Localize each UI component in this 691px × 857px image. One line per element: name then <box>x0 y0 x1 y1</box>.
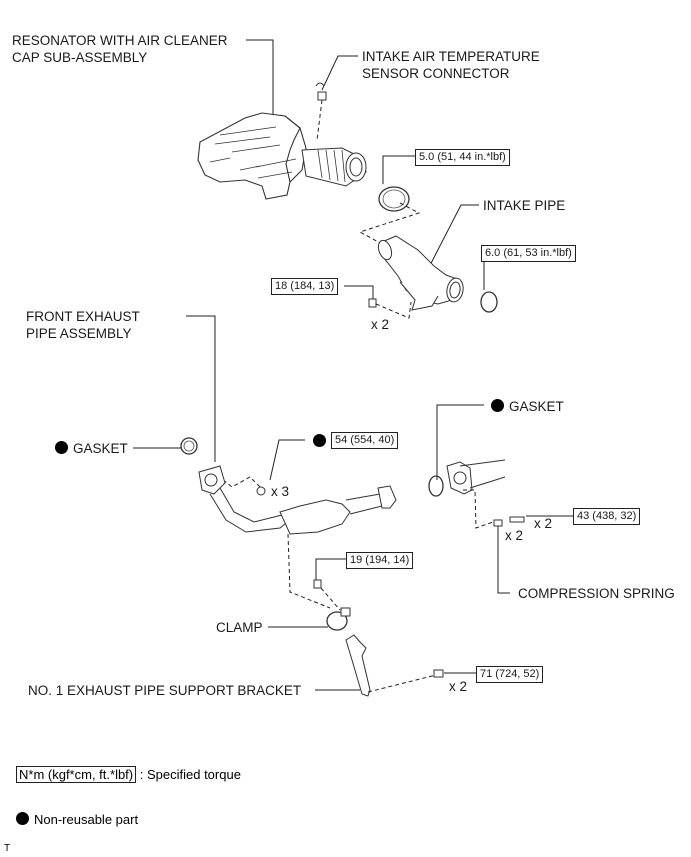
intake-bolt-shape <box>368 298 377 308</box>
torque-exhaust-nut: 54 (554, 40) <box>331 432 399 449</box>
torque-intake-bolt: 18 (184, 13) <box>271 278 339 295</box>
torque-clamp-lower: 6.0 (61, 53 in.*lbf) <box>481 245 576 262</box>
label-front-exhaust: FRONT EXHAUST PIPE ASSEMBLY <box>26 308 140 342</box>
leader-clamp-upper <box>382 155 415 184</box>
rear-exhaust-pipe-shape <box>446 459 506 495</box>
leader-iat <box>321 55 358 91</box>
legend-torque-box: N*m (kgf*cm, ft.*lbf) <box>16 766 137 783</box>
non-reusable-icon <box>491 399 504 412</box>
bracket-bolt-shape <box>433 669 444 678</box>
qty-bracket-bolt: x 2 <box>449 679 468 694</box>
exhaust-nut-shape <box>256 486 266 496</box>
resonator-shape <box>197 112 307 200</box>
label-gasket-right: GASKET <box>491 398 564 415</box>
hose-shape <box>301 147 367 187</box>
dash-bracket-bolt <box>367 674 437 693</box>
legend-torque-desc: : Specified torque <box>139 767 241 782</box>
dash-exhaust-nut <box>222 476 261 488</box>
label-front-exhaust-line2: PIPE ASSEMBLY <box>26 326 132 341</box>
dash-rear-pipe <box>463 489 494 529</box>
leader-resonator <box>246 39 274 120</box>
label-resonator: RESONATOR WITH AIR CLEANER CAP SUB-ASSEM… <box>12 32 228 66</box>
spring-shape <box>493 519 503 527</box>
label-compression-spring: COMPRESSION SPRING <box>518 586 675 601</box>
leader-intake-pipe <box>424 204 479 276</box>
label-resonator-line1: RESONATOR WITH AIR CLEANER <box>12 33 228 48</box>
qty-spring-bolt: x 2 <box>534 516 553 531</box>
non-reusable-icon <box>55 441 68 454</box>
dash-iat <box>316 99 323 141</box>
leader-clamp-bolt <box>315 558 346 580</box>
label-iat-line2: SENSOR CONNECTOR <box>362 66 510 81</box>
label-resonator-line2: CAP SUB-ASSEMBLY <box>12 50 148 65</box>
torque-bracket-bolt: 71 (724, 52) <box>476 666 544 683</box>
leader-gasket-right <box>436 404 484 480</box>
label-support-bracket: NO. 1 EXHAUST PIPE SUPPORT BRACKET <box>28 683 302 698</box>
torque-spring-bolt: 43 (438, 32) <box>573 508 641 525</box>
leader-exhaust-nut <box>269 439 305 481</box>
clamp-bolt-shape <box>313 579 322 589</box>
legend-non-reusable-text: Non-reusable part <box>34 812 139 827</box>
dash-clamp-upper <box>358 202 421 245</box>
non-reusable-icon <box>313 434 326 447</box>
legend-non-reusable: Non-reusable part <box>16 812 138 828</box>
label-intake-pipe: INTAKE PIPE <box>483 198 566 213</box>
corner-mark: T <box>4 843 11 854</box>
label-gasket-right-text: GASKET <box>509 399 564 414</box>
leader-intake-bolt <box>344 285 374 299</box>
spring-bolt-shape <box>509 516 525 523</box>
label-iat-line1: INTAKE AIR TEMPERATURE <box>362 49 540 64</box>
non-reusable-icon <box>16 812 29 825</box>
gasket-right-shape <box>428 475 444 497</box>
qty-intake-bolt: x 2 <box>371 317 390 332</box>
clamp-upper-shape <box>378 186 410 212</box>
torque-clamp-upper: 5.0 (51, 44 in.*lbf) <box>415 149 510 166</box>
iat-connector-shape <box>315 82 327 101</box>
dash-exhaust-pipe <box>287 533 331 609</box>
intake-pipe-shape <box>377 235 464 311</box>
leader-front-exhaust <box>186 315 216 462</box>
label-gasket-left-text: GASKET <box>73 441 128 456</box>
gasket-left-shape <box>180 437 198 455</box>
front-exhaust-pipe-shape <box>198 465 397 535</box>
label-clamp: CLAMP <box>216 620 263 635</box>
label-front-exhaust-line1: FRONT EXHAUST <box>26 309 140 324</box>
qty-exhaust-nut: x 3 <box>271 484 290 499</box>
leader-compression-spring <box>497 526 510 594</box>
clamp-shape <box>326 611 348 631</box>
clamp-lower-shape <box>480 291 498 313</box>
label-gasket-left: GASKET <box>55 440 128 457</box>
label-iat-sensor: INTAKE AIR TEMPERATURE SENSOR CONNECTOR <box>362 48 540 82</box>
support-bracket-shape <box>345 634 371 697</box>
qty-spring: x 2 <box>505 528 524 543</box>
dash-intake-bolt <box>375 301 412 319</box>
torque-clamp-bolt: 19 (194, 14) <box>346 552 414 569</box>
legend-torque: N*m (kgf*cm, ft.*lbf) : Specified torque <box>16 766 241 783</box>
